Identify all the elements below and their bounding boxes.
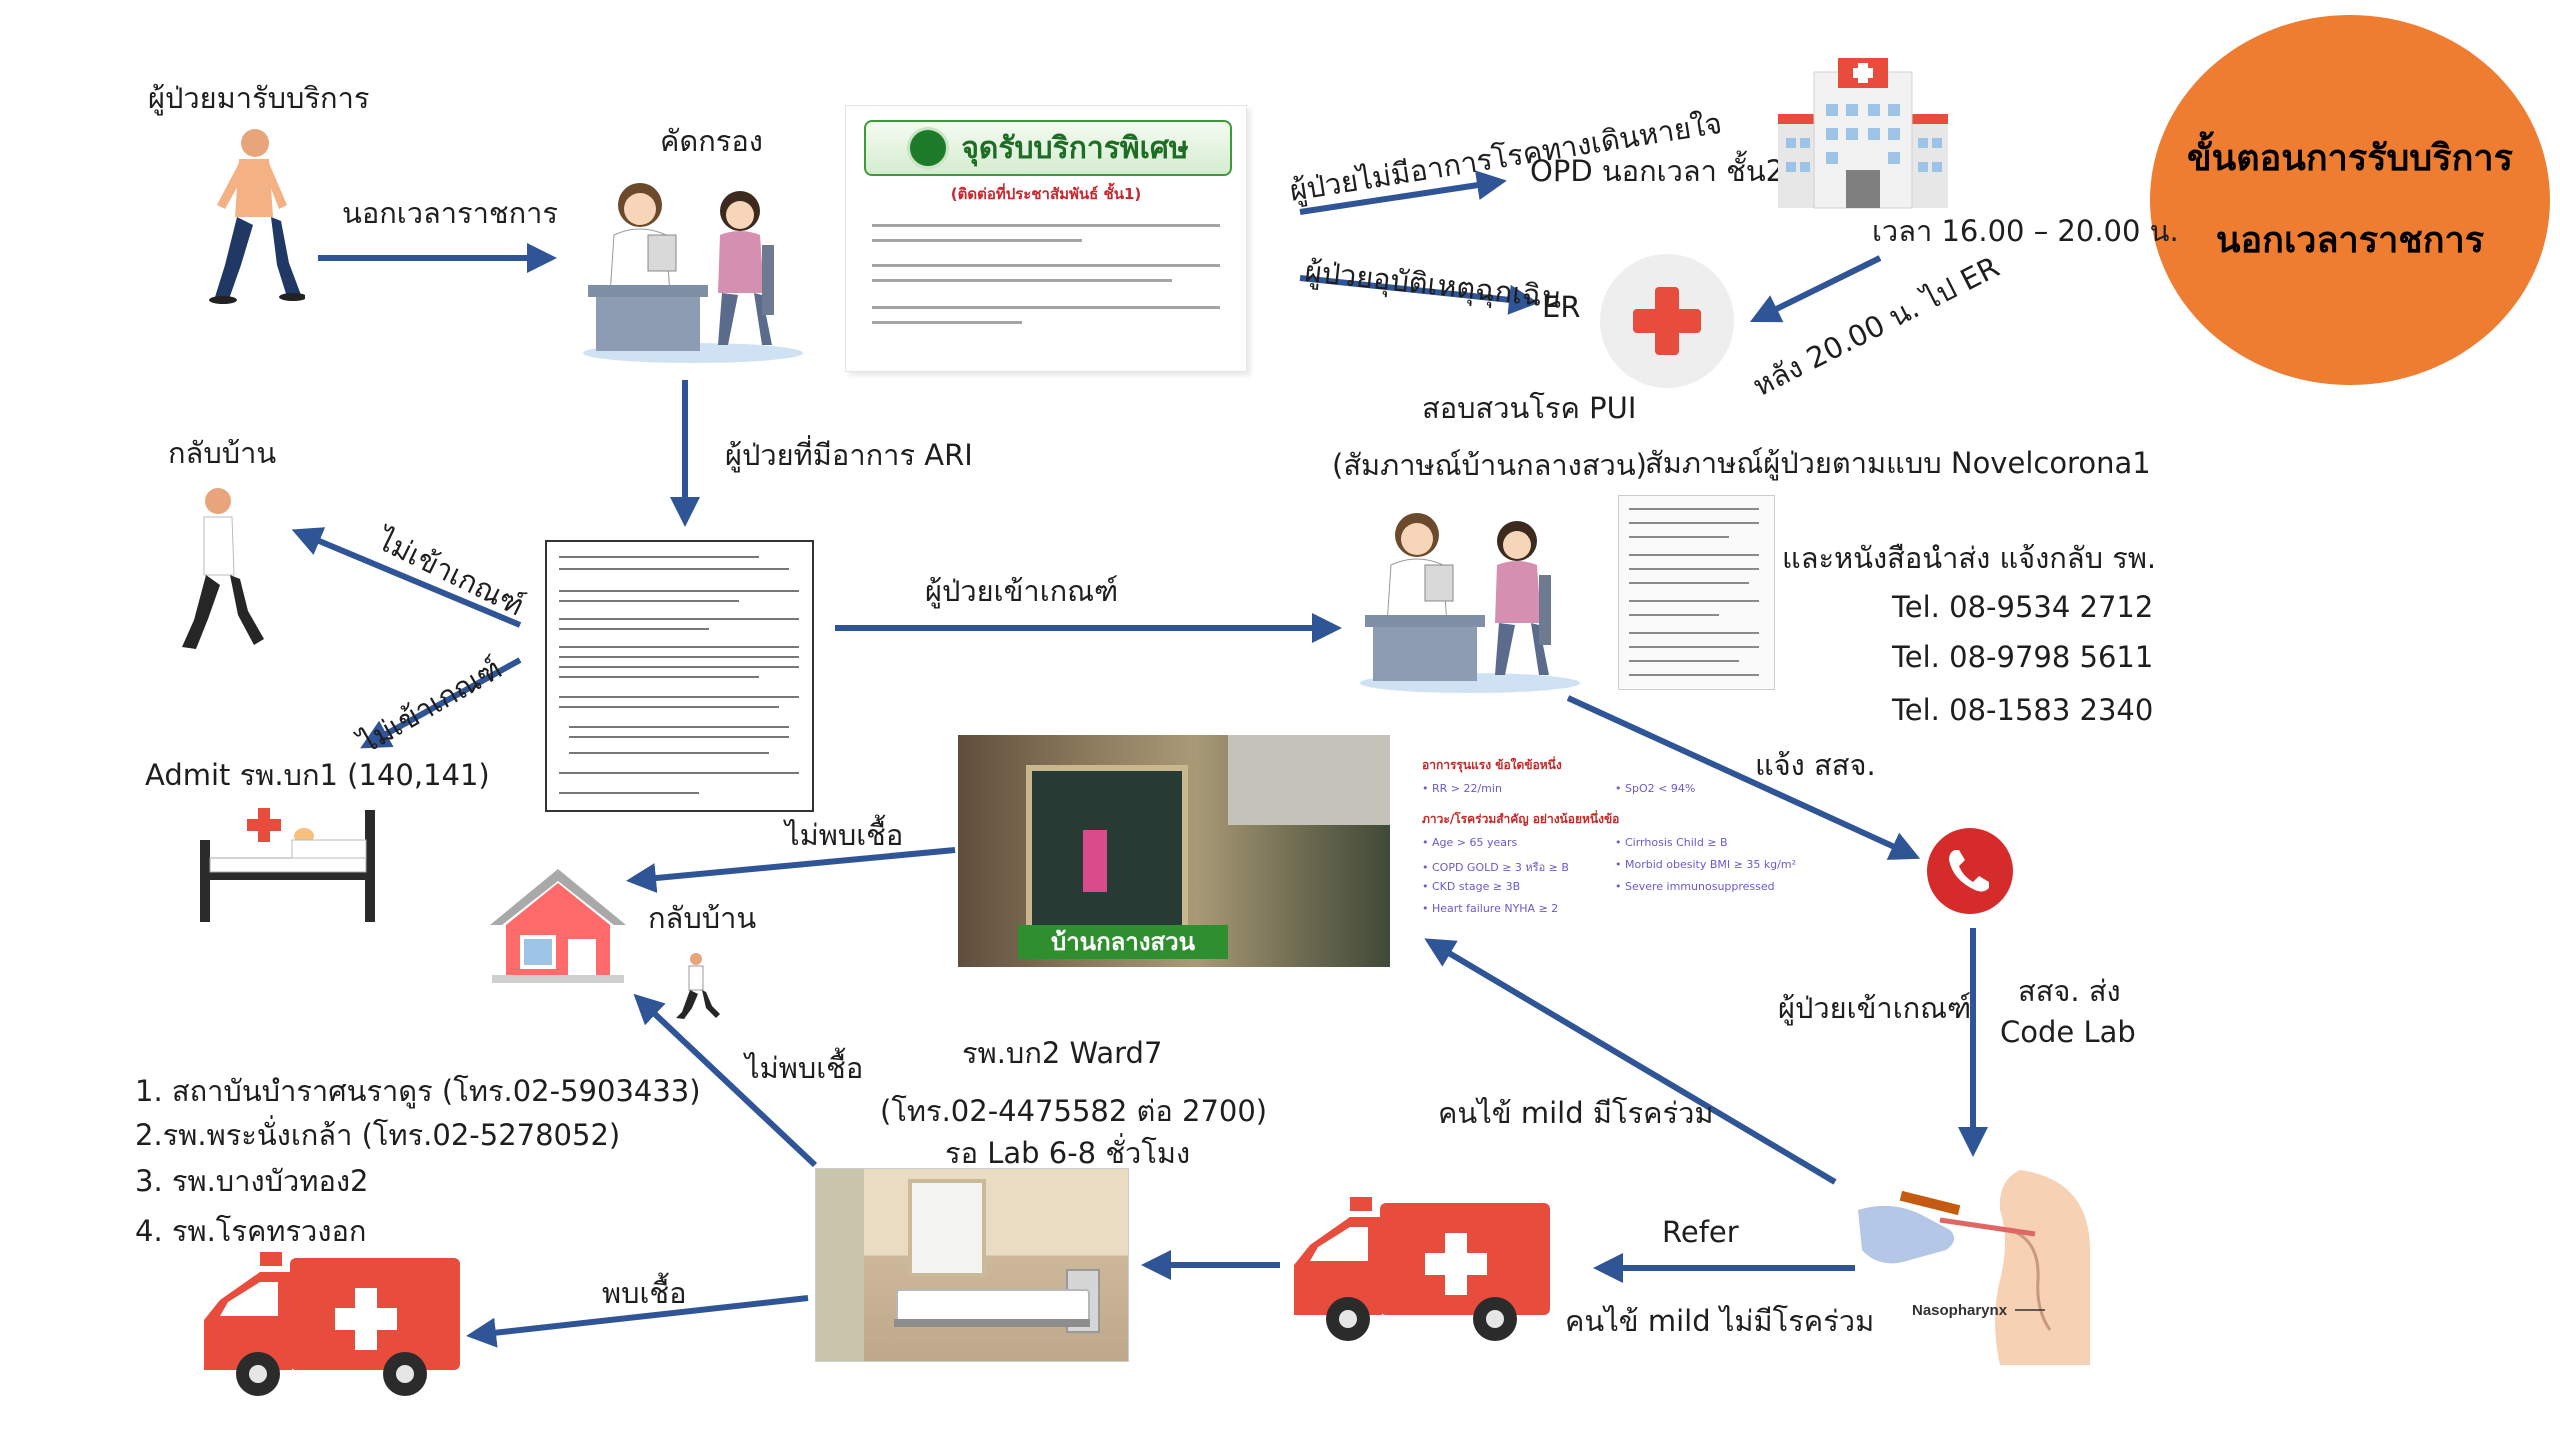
edge-label-found: พบเชื้อ [602,1276,687,1310]
arrow-swab-to-field [1424,938,1837,1185]
label-hours: เวลา 16.00 – 20.00 น. [1872,214,2179,248]
criteria-age: • Age > 65 years [1422,836,1518,849]
house-icon [490,869,626,983]
label-pui-sub: (สัมภาษณ์บ้านกลางสวน) [1332,448,1647,482]
pui-interview-desk-icon [1360,513,1580,693]
edge-label-meet-criteria-2: ผู้ป่วยเข้าเกณฑ์ [1778,991,1972,1025]
field-hospital-photo: บ้านกลางสวน [958,735,1390,967]
criteria-heading-comorbid: ภาวะ/โรคร่วมสำคัญ อย่างน้อยหนึ่งข้อ [1422,812,1620,826]
ministry-logo-icon [907,127,950,169]
hospital-bed-icon [200,808,375,922]
label-go-home-top: กลับบ้าน [168,436,277,470]
criteria-obesity: • Morbid obesity BMI ≥ 35 kg/m² [1615,858,1797,871]
screening-form [545,540,814,812]
label-ward-tel: (โทร.02-4475582 ต่อ 2700) [880,1094,1268,1128]
edge-label-not-found-2: ไม่พบเชื้อ [745,1051,864,1085]
edge-label-mild-nocomorb: คนไข้ mild ไม่มีโรคร่วม [1565,1304,1875,1338]
edge-label-emergency: ผู้ป่วยอุบัติเหตุฉุกเฉิน [1303,254,1564,315]
label-tel1: Tel. 08-9534 2712 [1892,590,2154,624]
phone-icon [1927,828,2013,914]
nasopharynx-label: Nasopharynx [1912,1302,2008,1319]
edge-label-refer: Refer [1662,1215,1739,1249]
walking-patient-icon [209,129,305,304]
ambulance-icon-right [1294,1197,1550,1341]
edge-label-meet-criteria: ผู้ป่วยเข้าเกณฑ์ [925,574,1119,608]
criteria-cirrhosis: • Cirrhosis Child ≥ B [1615,836,1728,849]
severity-criteria-panel: อาการรุนแรง ข้อใดข้อหนึ่ง • RR > 22/min … [1410,752,1820,922]
edge-label-not-criteria-2: ไม่เข้าเกณฑ์ [353,651,508,760]
label-pui-title: สอบสวนโรค PUI [1422,391,1637,425]
label-er: ER [1542,290,1581,324]
small-walking-person-icon [676,953,720,1019]
service-sign-subtitle: (ติดต่อที่ประชาสัมพันธ์ ชั้น1) [950,185,1142,203]
title-line1: ขั้นตอนการรับบริการ [2187,138,2513,179]
criteria-spo2: • SpO2 < 94% [1615,782,1696,795]
field-hospital-sign: บ้านกลางสวน [1018,925,1228,959]
label-sscode1: สสจ. ส่ง [2018,974,2121,1008]
edge-label-ari: ผู้ป่วยที่มีอาการ ARI [725,438,973,472]
hospital-item-1: 1. สถาบันบำราศนราดูร (โทร.02-5903433) [135,1074,701,1108]
hospital-item-2: 2.รพ.พระนั่งเกล้า (โทร.02-5278052) [135,1118,621,1152]
edge-label-after20: หลัง 20.00 น. ไป ER [1747,249,2005,404]
label-ward-title: รพ.บก2 Ward7 [962,1036,1163,1070]
label-patient-arrive: ผู้ป่วยมารับบริการ [148,81,370,115]
ward-room-photo [815,1168,1129,1362]
ambulance-icon-left [204,1252,460,1396]
investigation-form [1618,495,1775,690]
criteria-rr: • RR > 22/min [1422,782,1502,795]
edge-label-not-criteria-1: ไม่เข้าเกณฑ์ [372,522,530,623]
label-tel2: Tel. 08-9798 5611 [1892,640,2154,674]
screening-desk-icon [583,183,803,363]
criteria-immunosuppressed: • Severe immunosuppressed [1615,880,1775,893]
title-line2: นอกเวลาราชการ [2215,220,2485,261]
label-ward-wait: รอ Lab 6-8 ชั่วโมง [945,1136,1191,1170]
label-go-home-mid: กลับบ้าน [648,901,757,935]
label-interview: สัมภาษณ์ผู้ป่วยตามแบบ Novelcorona1 [1645,446,2151,480]
title-badge: ขั้นตอนการรับบริการ นอกเวลาราชการ [2150,15,2550,385]
label-opd: OPD นอกเวลา ชั้น2 [1530,154,1785,188]
hospital-item-3: 3. รพ.บางบัวทอง2 [135,1164,369,1198]
criteria-ckd: • CKD stage ≥ 3B [1422,880,1521,893]
criteria-heading-severe: อาการรุนแรง ข้อใดข้อหนึ่ง [1422,758,1562,772]
hospital-building-icon [1778,58,1948,209]
er-cross-icon [1600,254,1734,388]
criteria-copd: • COPD GOLD ≥ 3 หรือ ≥ B [1422,861,1569,874]
criteria-heart-failure: • Heart failure NYHA ≥ 2 [1422,902,1559,915]
label-tel3: Tel. 08-1583 2340 [1892,693,2154,727]
walking-home-person-icon [182,488,264,649]
edge-label-notify: แจ้ง สสจ. [1755,748,1876,782]
service-sign-banner: จุดรับบริการพิเศษ [864,120,1232,176]
service-sign-title: จุดรับบริการพิเศษ [961,130,1189,166]
label-screening: คัดกรอง [660,124,763,158]
special-service-sign: จุดรับบริการพิเศษ (ติดต่อที่ประชาสัมพันธ… [845,105,1247,372]
edge-label-mild-comorb: คนไข้ mild มีโรคร่วม [1438,1096,1714,1130]
label-letter: และหนังสือนำส่ง แจ้งกลับ รพ. [1782,541,2157,575]
label-admit: Admit รพ.บก1 (140,141) [145,758,490,792]
label-sscode2: Code Lab [2000,1015,2136,1049]
edge-label-after-hours: นอกเวลาราชการ [342,196,559,230]
nasopharyngeal-swab-icon: Nasopharynx [1858,1170,2090,1365]
hospital-item-4: 4. รพ.โรคทรวงอก [135,1214,367,1248]
edge-label-not-found-1: ไม่พบเชื้อ [785,818,904,852]
